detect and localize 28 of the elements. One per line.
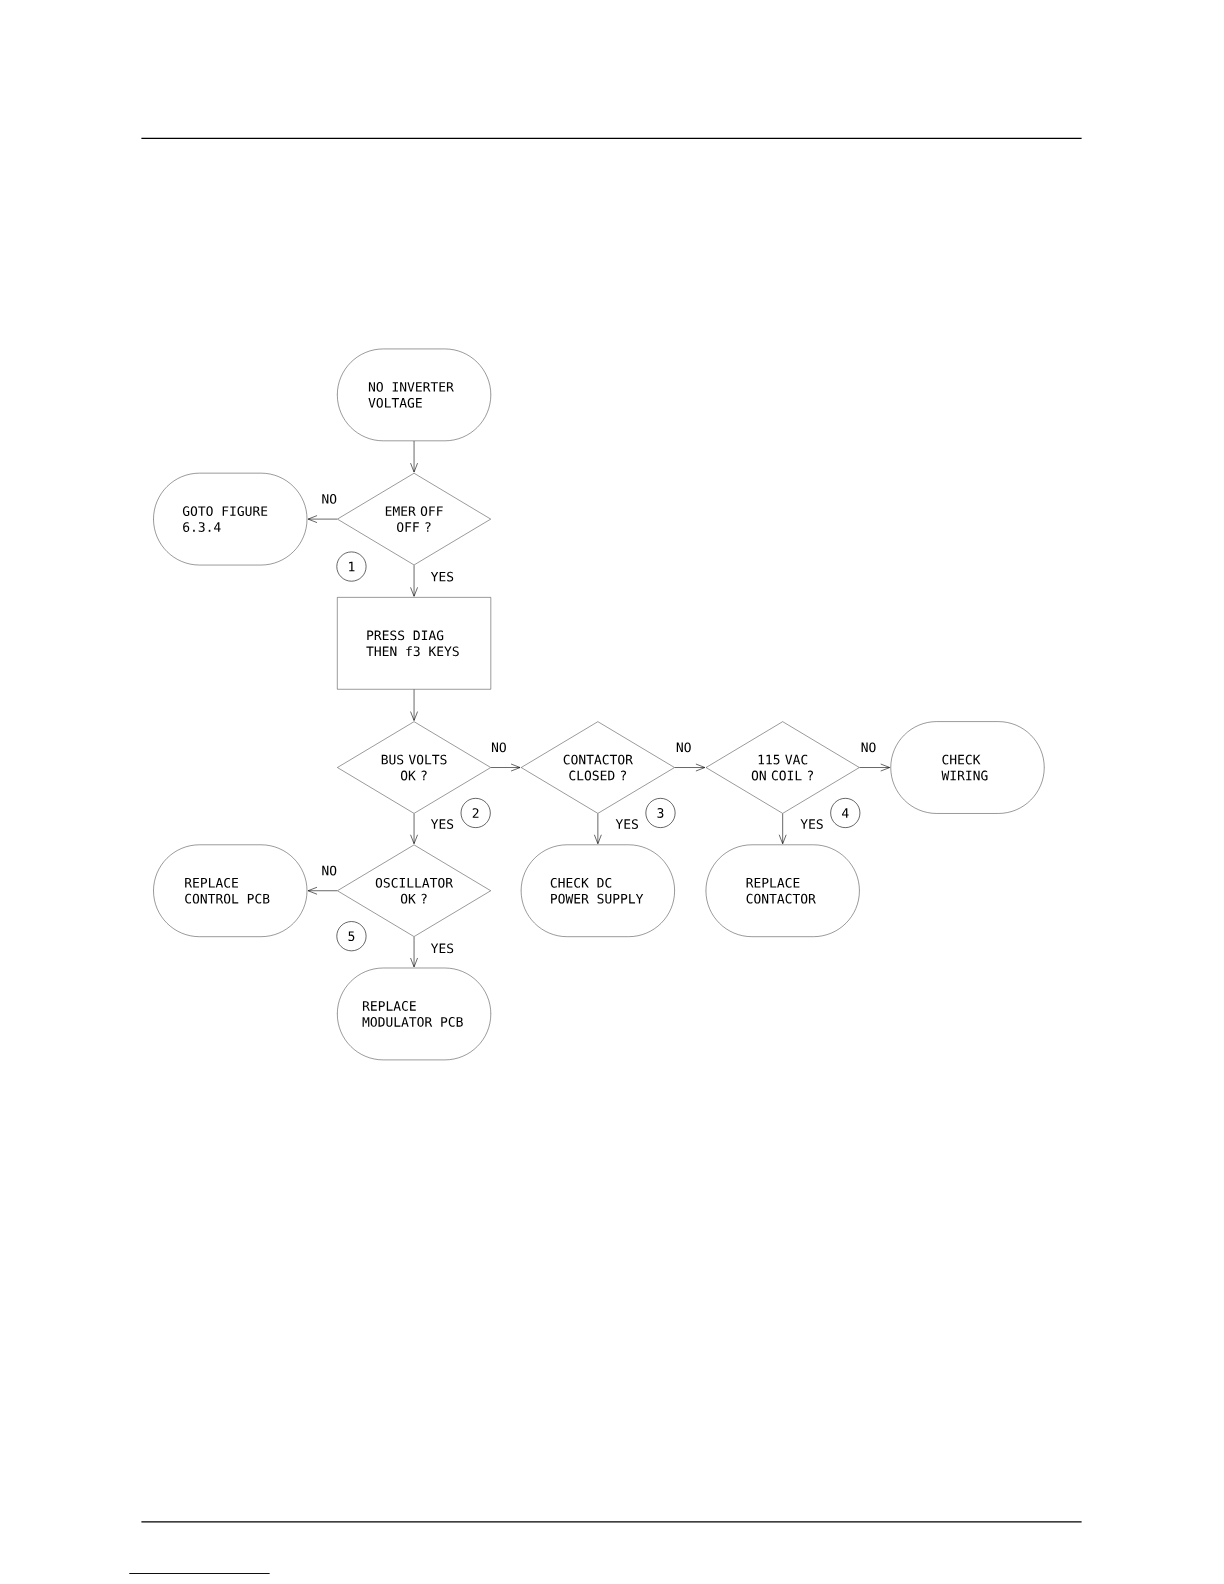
arrow [859,763,890,772]
edge-label: NO [859,741,878,754]
arrow [410,813,418,845]
process-box: PRESS DIAG THEN f3 KEYS [337,597,491,690]
edge-label: NO [490,741,508,754]
edge-label: YES [799,818,825,830]
callout-number: 3 [645,798,676,828]
callout-number: 2 [460,798,491,828]
edge-label: YES [429,942,456,955]
arrow [674,763,706,772]
edge-label: NO [320,864,339,877]
edge-label: NO [320,493,339,505]
edge-label: YES [429,570,456,583]
arrow [410,564,418,597]
callout-number: 1 [336,551,367,582]
arrow [594,813,602,845]
arrow [410,689,418,721]
edge-label: YES [429,818,456,830]
edge-label: NO [674,741,693,754]
arrow [307,515,338,523]
arrow [410,936,418,968]
edge-label: YES [614,818,640,830]
callout-number: 5 [336,921,367,952]
arrow [778,813,787,845]
callout-number: 4 [830,798,861,828]
arrow [490,763,521,772]
arrow [307,886,338,895]
arrow [410,440,418,473]
